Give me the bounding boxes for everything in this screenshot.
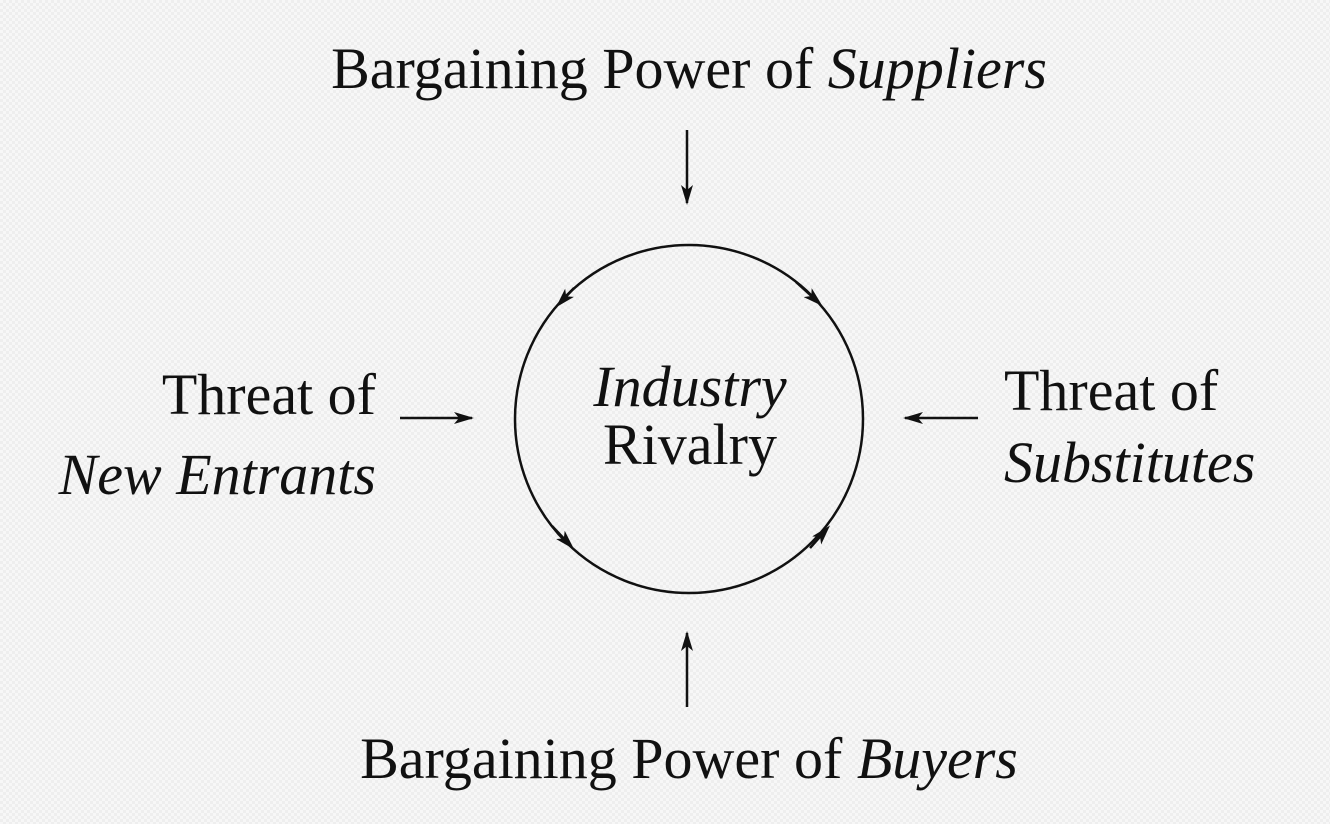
ring-arrow-top-right [795, 281, 823, 307]
ring-arrow-top-left [555, 287, 575, 308]
suppliers-label: Bargaining Power of Suppliers [0, 40, 1330, 98]
substitutes-line2: Substitutes [1004, 430, 1256, 495]
new-entrants-line1: Threat of [161, 362, 376, 427]
rivalry-circle [513, 243, 865, 595]
buyers-emphasis: Buyers [856, 726, 1018, 791]
ring-arrow-bottom-right [809, 525, 830, 549]
substitutes-label: Threat of Substitutes [1004, 355, 1255, 499]
ring-arrow-bottom-left [551, 525, 575, 550]
suppliers-emphasis: Suppliers [827, 36, 1047, 101]
suppliers-prefix: Bargaining Power of [331, 36, 828, 101]
substitutes-line1: Threat of [1004, 358, 1219, 423]
new-entrants-label: Threat of New Entrants [59, 355, 376, 515]
buyers-prefix: Bargaining Power of [360, 726, 857, 791]
industry-rivalry-line1: Industry [593, 354, 787, 419]
industry-rivalry-label: Industry Rivalry [540, 358, 840, 474]
new-entrants-line2: New Entrants [58, 442, 376, 507]
industry-rivalry-line2: Rivalry [603, 412, 777, 477]
buyers-label: Bargaining Power of Buyers [0, 730, 1330, 788]
